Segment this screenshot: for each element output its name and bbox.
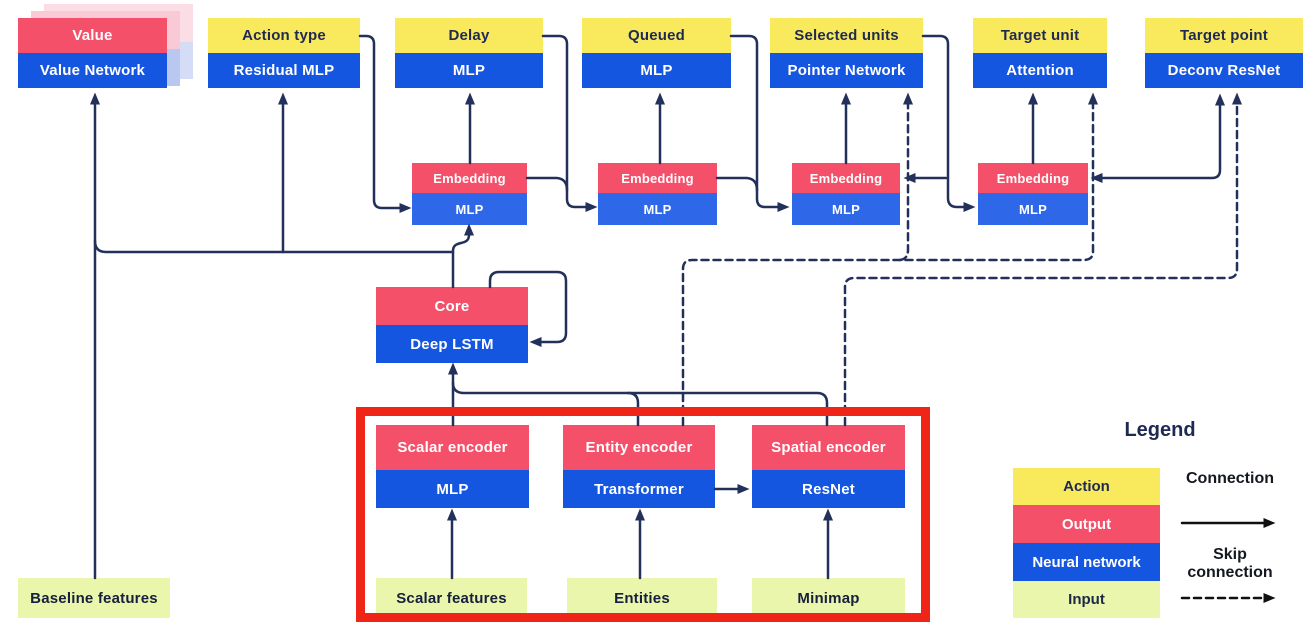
skip-entity-encoder-to-attention xyxy=(681,92,1098,427)
legend-connection-label: Connection xyxy=(1186,470,1274,487)
spatial-encoder-box: Spatial encoder ResNet xyxy=(752,425,905,508)
head-delay: Delay MLP xyxy=(395,18,543,88)
embedding-2-output: Embedding xyxy=(598,163,717,193)
embedding-box-1: Embedding MLP xyxy=(412,163,527,225)
scalar-encoder-network: MLP xyxy=(376,470,529,508)
head-queued: Queued MLP xyxy=(582,18,731,88)
head-action-type-network: Residual MLP xyxy=(208,53,360,88)
legend-skip-connection-label: Skip connection xyxy=(1187,546,1273,581)
skip-entity-encoder-to-pointer-network xyxy=(898,92,913,262)
head-queued-action: Queued xyxy=(582,18,731,53)
embedding-1-output: Embedding xyxy=(412,163,527,193)
head-target-point-action: Target point xyxy=(1145,18,1303,53)
connection-selected-units-to-embedding-4 xyxy=(921,34,976,212)
legend-item-input: Input xyxy=(1013,581,1160,618)
connection-delay-to-embedding-2 xyxy=(541,34,598,212)
connection-spatial-encoder-to-lstm xyxy=(451,381,829,427)
skip-spatial-encoder-to-deconv-resnet xyxy=(843,92,1242,427)
input-scalar-features: Scalar features xyxy=(376,578,527,618)
head-selected-units-action: Selected units xyxy=(770,18,923,53)
entity-encoder-output: Entity encoder xyxy=(563,425,715,470)
entity-encoder-box: Entity encoder Transformer xyxy=(563,425,715,508)
head-delay-action: Delay xyxy=(395,18,543,53)
entity-encoder-network: Transformer xyxy=(563,470,715,508)
legend-item-neural-network: Neural network xyxy=(1013,543,1160,581)
input-entities: Entities xyxy=(567,578,717,618)
core-output-label: Core xyxy=(376,287,528,325)
head-queued-network: MLP xyxy=(582,53,731,88)
head-action-type-action: Action type xyxy=(208,18,360,53)
embedding-box-4: Embedding MLP xyxy=(978,163,1088,225)
spatial-encoder-output: Spatial encoder xyxy=(752,425,905,470)
legend-title: Legend xyxy=(1124,419,1196,441)
head-delay-network: MLP xyxy=(395,53,543,88)
head-selected-units-network: Pointer Network xyxy=(770,53,923,88)
spatial-encoder-network: ResNet xyxy=(752,470,905,508)
head-selected-units: Selected units Pointer Network xyxy=(770,18,923,88)
value-output-label: Value xyxy=(18,18,167,53)
head-action-type: Action type Residual MLP xyxy=(208,18,360,88)
embedding-box-3: Embedding MLP xyxy=(792,163,900,225)
embedding-2-network: MLP xyxy=(598,193,717,225)
embedding-4-output: Embedding xyxy=(978,163,1088,193)
head-target-unit-network: Attention xyxy=(973,53,1107,88)
core-box: Core Deep LSTM xyxy=(376,287,528,363)
connection-action-type-to-embedding-1 xyxy=(358,34,412,213)
legend-item-output: Output xyxy=(1013,505,1160,543)
connection-core-output-bus xyxy=(93,239,455,254)
scalar-encoder-box: Scalar encoder MLP xyxy=(376,425,529,508)
head-target-point: Target point Deconv ResNet xyxy=(1145,18,1303,88)
embedding-box-2: Embedding MLP xyxy=(598,163,717,225)
head-target-unit: Target unit Attention xyxy=(973,18,1107,88)
value-head-box: Value Value Network xyxy=(18,18,167,88)
value-network-label: Value Network xyxy=(18,53,167,88)
connection-embedding-1-out xyxy=(525,176,569,192)
embedding-3-output: Embedding xyxy=(792,163,900,193)
legend-item-action: Action xyxy=(1013,468,1160,505)
embedding-4-network: MLP xyxy=(978,193,1088,225)
connection-lstm-self-loop xyxy=(488,270,568,347)
encoder-highlight-frame xyxy=(356,407,930,622)
core-network-label: Deep LSTM xyxy=(376,325,528,363)
connection-entity-encoder-to-lstm xyxy=(626,391,640,427)
connection-queued-to-embedding-3 xyxy=(729,34,790,212)
input-baseline-features: Baseline features xyxy=(18,578,170,618)
connection-embedding-2-out xyxy=(715,176,759,192)
head-target-point-network: Deconv ResNet xyxy=(1145,53,1303,88)
input-minimap: Minimap xyxy=(752,578,905,618)
connection-core-to-embedding-1 xyxy=(451,223,474,289)
embedding-3-network: MLP xyxy=(792,193,900,225)
scalar-encoder-output: Scalar encoder xyxy=(376,425,529,470)
connection-embedding-4-to-deconv-resnet xyxy=(1090,93,1225,183)
head-target-unit-action: Target unit xyxy=(973,18,1107,53)
embedding-1-network: MLP xyxy=(412,193,527,225)
